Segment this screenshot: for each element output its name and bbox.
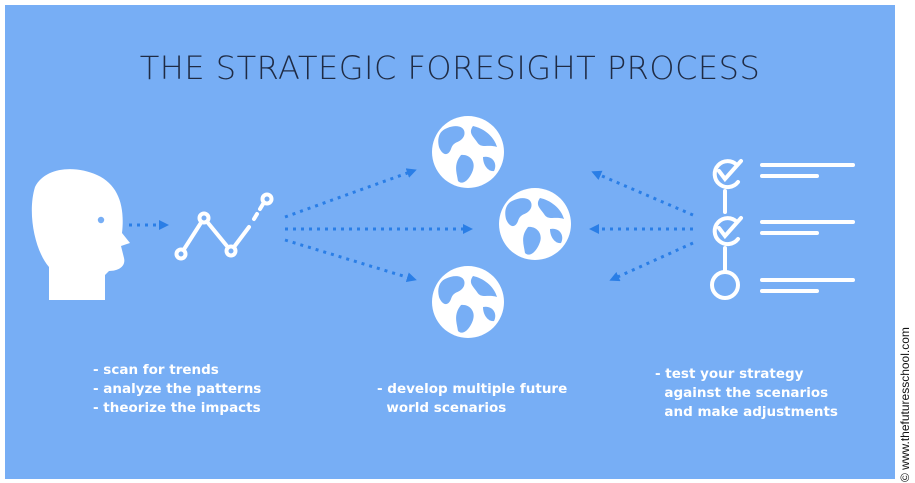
copyright-credit: © www.thefuturesschool.com [898, 327, 912, 482]
diagram-art [31, 116, 855, 338]
arrows-from-strategy [589, 170, 694, 282]
diagram-panel: THE STRATEGIC FORESIGHT PROCESS [5, 5, 895, 479]
checklist-icon [710, 159, 855, 300]
caption-strategy: - test your strategy against the scenari… [655, 366, 838, 420]
globe-icon [499, 188, 571, 260]
globe-icon [432, 266, 504, 338]
trend-line-icon [174, 192, 274, 261]
globe-icon [432, 116, 504, 188]
arrows-to-scenarios [284, 168, 473, 283]
caption-scan: - scan for trends - analyze the patterns… [93, 362, 262, 416]
diagram-title: THE STRATEGIC FORESIGHT PROCESS [139, 49, 761, 87]
caption-scenarios: - develop multiple future world scenario… [377, 381, 568, 416]
head-profile-icon [31, 169, 130, 300]
